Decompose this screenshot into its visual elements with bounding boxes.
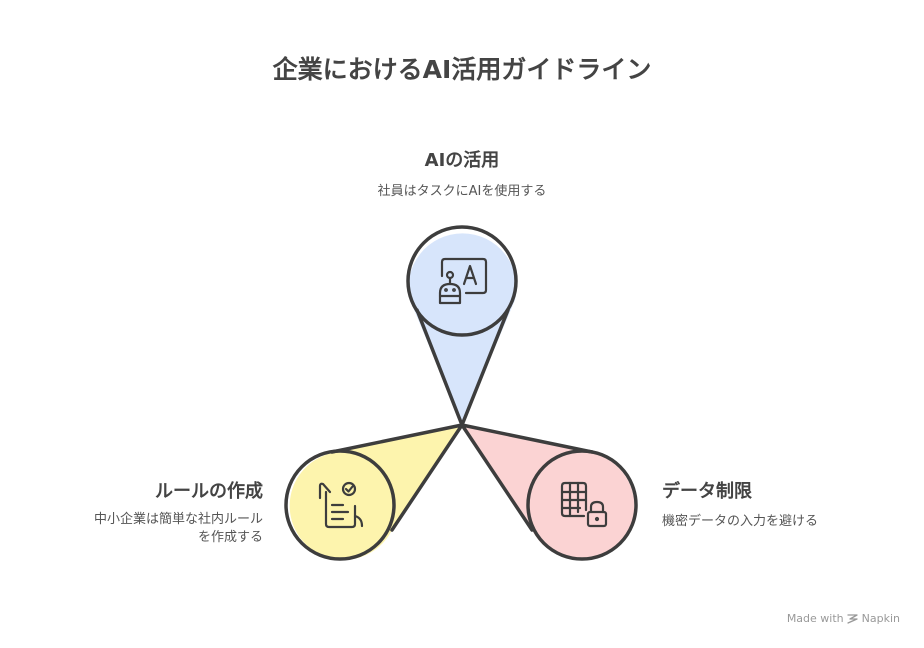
locked-table-icon — [560, 481, 608, 528]
left-description-line-1: 中小企業は簡単な社内ルール — [93, 512, 263, 527]
pin-outlines — [284, 225, 638, 561]
robot-screen-icon — [438, 257, 488, 305]
left-pin-fill — [289, 425, 462, 560]
left-pin-top-edge — [330, 423, 464, 454]
checklist-document-icon — [318, 481, 364, 529]
right-section-heading: データ制限 — [662, 481, 752, 502]
top-pin-fill — [408, 233, 517, 425]
left-section-heading: ルールの作成 — [155, 481, 263, 502]
right-section-description: 機密データの入力を避ける — [662, 514, 819, 529]
left-description-line-2: を作成する — [197, 530, 263, 545]
left-section-description: 中小企業は簡単な社内ルール を作成する — [40, 511, 263, 547]
pin-fills — [289, 233, 635, 560]
right-pin-top-edge — [460, 423, 594, 454]
footer-attribution[interactable]: Made with Napkin — [787, 612, 900, 625]
right-pin-bottom-edge — [460, 423, 534, 532]
top-pin-right-edge — [460, 308, 510, 427]
right-pin-fill — [462, 425, 635, 560]
footer-brand: Napkin — [861, 612, 900, 625]
napkin-logo-icon — [846, 614, 858, 624]
page-title: 企業におけるAI活用ガイドライン — [272, 55, 652, 84]
top-pin-left-edge — [415, 308, 464, 427]
left-pin-bottom-edge — [390, 423, 464, 532]
footer-made-with: Made with — [786, 612, 844, 625]
top-circle — [406, 225, 518, 337]
top-section-description: 社員はタスクにAIを使用する — [377, 184, 547, 199]
top-section-heading: AIの活用 — [424, 150, 500, 171]
